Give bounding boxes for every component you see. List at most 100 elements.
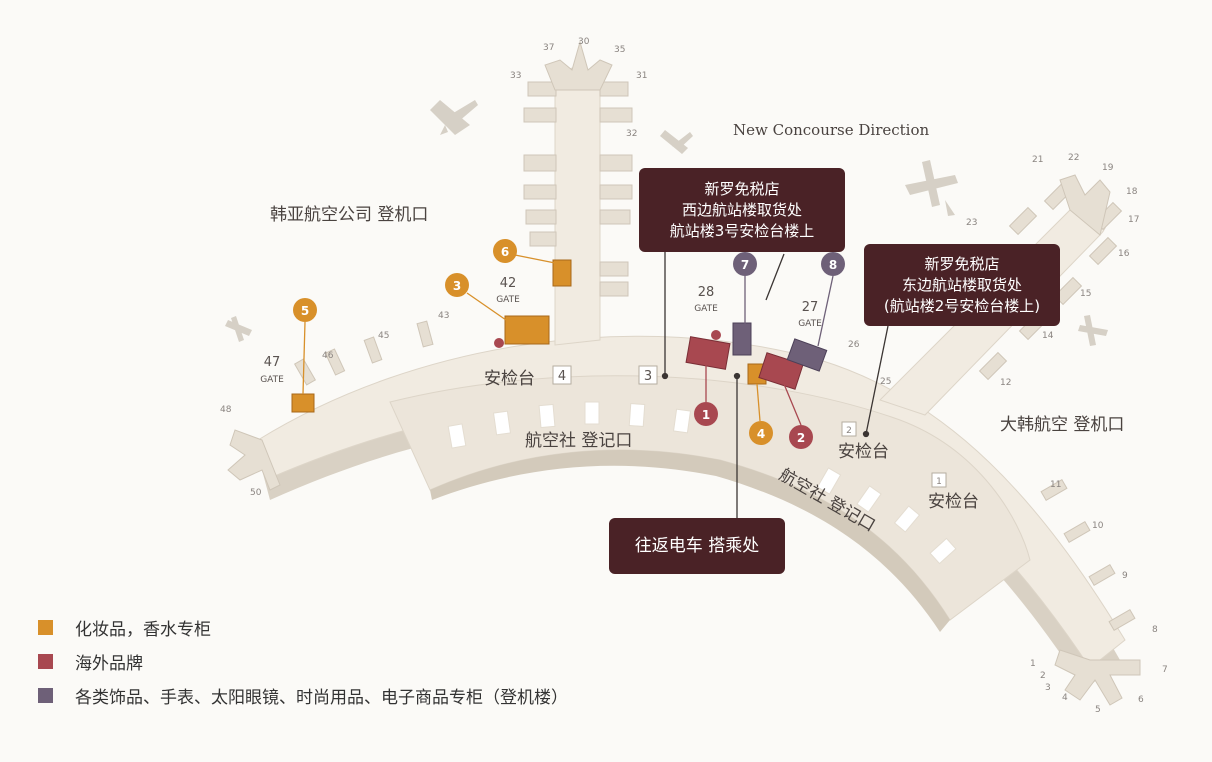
- store-cosmetics-gate42[interactable]: [494, 315, 550, 348]
- svg-text:10: 10: [1092, 521, 1104, 531]
- store-accessories-7[interactable]: [732, 322, 752, 356]
- callout-east-line-3: (航站楼2号安检台楼上): [883, 296, 1041, 315]
- svg-text:21: 21: [1032, 155, 1043, 165]
- marker-1[interactable]: 1: [694, 402, 718, 426]
- airplane-icon: [905, 160, 958, 216]
- north-pier-tip: [544, 40, 613, 91]
- east-pier-tip: [1059, 174, 1111, 236]
- callout-shuttle-text: 往返电车 搭乘处: [634, 535, 760, 556]
- svg-text:37: 37: [543, 43, 554, 53]
- store-cosmetics-gate47[interactable]: [291, 393, 315, 413]
- security-number-box-4: 4: [552, 365, 572, 385]
- svg-text:15: 15: [1080, 289, 1091, 299]
- legend-swatch-cosmetics: [38, 619, 53, 635]
- svg-text:3: 3: [644, 369, 652, 384]
- svg-text:35: 35: [614, 45, 625, 55]
- checkin-windows: [447, 401, 957, 565]
- svg-text:28: 28: [698, 285, 715, 300]
- svg-text:50: 50: [250, 488, 262, 498]
- gate-47-label: 47 GATE: [260, 355, 284, 385]
- callout-west-line-2: 西边航站楼取货处: [681, 200, 802, 219]
- svg-text:43: 43: [438, 311, 449, 321]
- callout-shuttle-train: 往返电车 搭乘处: [609, 518, 785, 574]
- svg-text:2: 2: [846, 426, 852, 436]
- legend-label-accessories: 各类饰品、手表、太阳眼镜、时尚用品、电子商品专柜（登机楼）: [75, 687, 568, 708]
- svg-text:33: 33: [510, 71, 521, 81]
- legend-label-cosmetics: 化妆品，香水专柜: [75, 619, 211, 640]
- svg-text:17: 17: [1128, 215, 1139, 225]
- asiana-gate-label: 韩亚航空公司 登机口: [270, 205, 428, 225]
- svg-text:31: 31: [636, 71, 647, 81]
- svg-text:1: 1: [936, 477, 942, 487]
- svg-text:2: 2: [1040, 671, 1046, 681]
- callout-west-line-1: 新罗免税店: [704, 179, 780, 198]
- svg-text:5: 5: [1095, 705, 1101, 715]
- marker-4[interactable]: 4: [749, 421, 773, 445]
- callout-east-pickup: 新罗免税店 东边航站楼取货处 (航站楼2号安检台楼上): [864, 244, 1060, 326]
- marker-3[interactable]: 3: [445, 273, 469, 297]
- legend-swatch-overseas: [38, 653, 53, 669]
- korean-air-gate-label: 大韩航空 登机口: [1000, 415, 1124, 435]
- svg-text:4: 4: [757, 427, 765, 441]
- store-overseas-2[interactable]: [758, 352, 804, 390]
- marker-lines: [302, 254, 834, 426]
- svg-text:27: 27: [802, 300, 819, 315]
- svg-text:48: 48: [220, 405, 232, 415]
- marker-2[interactable]: 2: [789, 425, 813, 449]
- svg-text:8: 8: [829, 258, 837, 272]
- security-label-1: 安检台: [928, 492, 979, 512]
- north-pier-gates: [523, 81, 633, 297]
- svg-text:16: 16: [1118, 249, 1130, 259]
- marker-6[interactable]: 6: [493, 239, 517, 263]
- svg-text:3: 3: [453, 279, 461, 293]
- callout-west-pickup: 新罗免税店 西边航站楼取货处 航站楼3号安检台楼上: [639, 168, 845, 252]
- new-concourse-direction-label: New Concourse Direction: [733, 121, 930, 139]
- airplane-icon: [1078, 315, 1108, 346]
- callout-east-line-2: 东边航站楼取货处: [901, 275, 1022, 294]
- svg-text:9: 9: [1122, 571, 1128, 581]
- svg-text:18: 18: [1126, 187, 1138, 197]
- svg-text:19: 19: [1102, 163, 1114, 173]
- west-gate-stubs: [293, 320, 1136, 632]
- marker-7[interactable]: 7: [733, 252, 757, 276]
- svg-text:7: 7: [741, 258, 749, 272]
- svg-text:45: 45: [378, 331, 389, 341]
- legend-swatch-accessories: [38, 687, 53, 703]
- svg-text:22: 22: [1068, 153, 1079, 163]
- security-number-box-2: 2: [841, 421, 857, 437]
- store-accessories-8[interactable]: [786, 338, 828, 372]
- svg-text:8: 8: [1152, 625, 1158, 635]
- security-label-4: 安检台: [484, 369, 535, 389]
- gate-27-label: 27 GATE: [798, 300, 822, 329]
- svg-text:30: 30: [578, 37, 590, 47]
- north-pier: [554, 67, 601, 346]
- svg-text:5: 5: [301, 304, 309, 318]
- store-overseas-1[interactable]: [685, 330, 731, 370]
- legend-row-overseas: 海外品牌: [38, 644, 568, 678]
- svg-text:4: 4: [558, 369, 566, 384]
- svg-text:14: 14: [1042, 331, 1054, 341]
- legend: 化妆品，香水专柜 海外品牌 各类饰品、手表、太阳眼镜、时尚用品、电子商品专柜（登…: [38, 610, 568, 712]
- svg-text:1: 1: [702, 408, 710, 422]
- marker-8[interactable]: 8: [821, 252, 845, 276]
- callout-east-line-1: 新罗免税店: [924, 254, 1000, 273]
- marker-5[interactable]: 5: [293, 298, 317, 322]
- svg-text:11: 11: [1050, 480, 1061, 490]
- svg-text:23: 23: [966, 218, 977, 228]
- callout-west-line-3: 航站楼3号安检台楼上: [669, 221, 815, 240]
- gate-28-label: 28 GATE: [694, 285, 718, 314]
- svg-text:4: 4: [1062, 693, 1068, 703]
- security-number-box-1: 1: [931, 472, 947, 488]
- airplane-icon: [660, 130, 693, 154]
- leader-lines: [661, 252, 889, 518]
- security-number-box-3: 3: [638, 365, 658, 385]
- svg-text:6: 6: [1138, 695, 1144, 705]
- svg-text:3: 3: [1045, 683, 1051, 693]
- store-cosmetics-6[interactable]: [552, 259, 572, 287]
- svg-text:GATE: GATE: [798, 319, 822, 329]
- south-tip: [1054, 649, 1141, 706]
- svg-text:26: 26: [848, 340, 860, 350]
- svg-text:6: 6: [501, 245, 509, 259]
- small-gate-numbers: 37 30 35 33 31 32 21 22 19 18 17 16 15 1…: [220, 37, 1168, 715]
- security-label-2: 安检台: [838, 442, 889, 462]
